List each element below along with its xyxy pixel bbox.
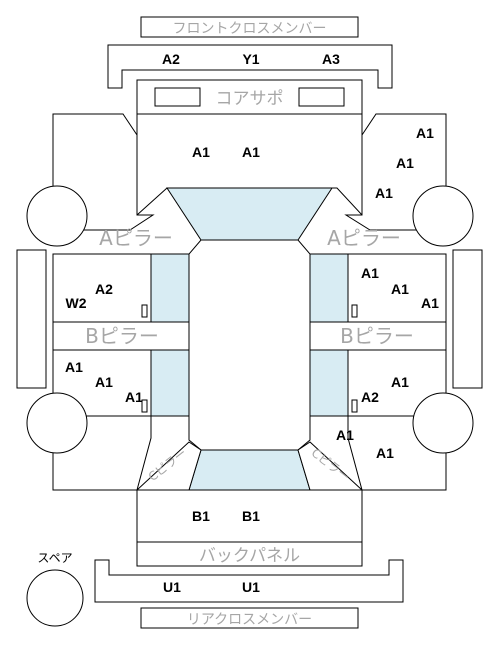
rear-cross-member-bracket bbox=[94, 559, 404, 603]
left-front-door bbox=[52, 253, 152, 323]
grade-trunk-2: B1 bbox=[242, 508, 260, 524]
front-cross-member-box bbox=[140, 16, 359, 38]
grade-right-front-door-3: A1 bbox=[421, 295, 439, 311]
grade-trunk-1: B1 bbox=[192, 508, 210, 524]
grade-rear-cross-1: U1 bbox=[163, 579, 181, 595]
grade-hood-2: A1 bbox=[242, 144, 260, 160]
spare-label: スペア bbox=[37, 551, 72, 565]
grade-right-front-door-1: A1 bbox=[361, 265, 379, 281]
right-front-door bbox=[347, 253, 447, 323]
grade-front-cross-1: A2 bbox=[162, 51, 180, 67]
left-b-pillar-label: Bピラー bbox=[85, 324, 159, 348]
grade-left-front-door-1: A2 bbox=[95, 281, 113, 297]
left-rear-door-handle bbox=[141, 399, 148, 413]
grade-right-rear-fender-1: A1 bbox=[336, 427, 354, 443]
left-rear-window bbox=[150, 349, 190, 417]
back-panel-label: バックパネル bbox=[199, 546, 300, 566]
right-front-door-handle bbox=[351, 304, 358, 318]
rear-cross-member-box bbox=[140, 607, 359, 629]
windshield bbox=[166, 187, 333, 241]
left-side-sill bbox=[16, 249, 47, 389]
rear-left-wheel bbox=[26, 392, 88, 454]
rear-right-wheel bbox=[412, 392, 474, 454]
grade-right-fender-1: A1 bbox=[416, 125, 434, 141]
grade-right-rear-door-1: A1 bbox=[391, 374, 409, 390]
spare-tire bbox=[26, 569, 84, 627]
roof bbox=[188, 239, 311, 451]
grade-front-cross-2: Y1 bbox=[242, 51, 259, 67]
rear-cross-member-label: リアクロスメンバー bbox=[187, 612, 312, 628]
grade-right-rear-fender-2: A1 bbox=[376, 445, 394, 461]
core-support-left-slot bbox=[154, 87, 201, 107]
back-panel-box bbox=[136, 541, 363, 567]
front-cross-member-bracket bbox=[107, 44, 393, 89]
grade-right-fender-2: A1 bbox=[396, 155, 414, 171]
core-support-label: コアサポ bbox=[216, 89, 284, 109]
right-rear-window bbox=[309, 349, 349, 417]
left-b-pillar bbox=[52, 321, 190, 351]
right-b-pillar bbox=[309, 321, 447, 351]
grade-hood-1: A1 bbox=[192, 144, 210, 160]
grade-rear-cross-2: U1 bbox=[242, 579, 260, 595]
grade-right-front-door-2: A1 bbox=[391, 281, 409, 297]
grade-front-cross-3: A3 bbox=[322, 51, 340, 67]
right-front-window bbox=[309, 253, 349, 323]
grade-right-rear-door-2: A2 bbox=[361, 389, 379, 405]
grade-left-rear-door-1: A1 bbox=[65, 359, 83, 375]
grade-left-rear-door-2: A1 bbox=[95, 374, 113, 390]
left-front-window bbox=[150, 253, 190, 323]
grade-right-fender-3: A1 bbox=[375, 185, 393, 201]
left-a-pillar-label: Aピラー bbox=[99, 226, 173, 250]
trunk-panel bbox=[136, 489, 363, 543]
grade-left-rear-door-3: A1 bbox=[125, 389, 143, 405]
core-support-right-slot bbox=[298, 87, 345, 107]
left-front-door-handle bbox=[141, 304, 148, 318]
right-a-pillar-label: Aピラー bbox=[327, 226, 401, 250]
front-left-wheel bbox=[26, 185, 88, 247]
right-b-pillar-label: Bピラー bbox=[340, 324, 414, 348]
front-right-wheel bbox=[412, 185, 474, 247]
right-rear-door-handle bbox=[351, 399, 358, 413]
grade-left-front-door-2: W2 bbox=[66, 295, 87, 311]
right-side-sill bbox=[452, 249, 483, 389]
front-cross-member-label: フロントクロスメンバー bbox=[173, 21, 327, 37]
rear-window bbox=[188, 449, 311, 491]
